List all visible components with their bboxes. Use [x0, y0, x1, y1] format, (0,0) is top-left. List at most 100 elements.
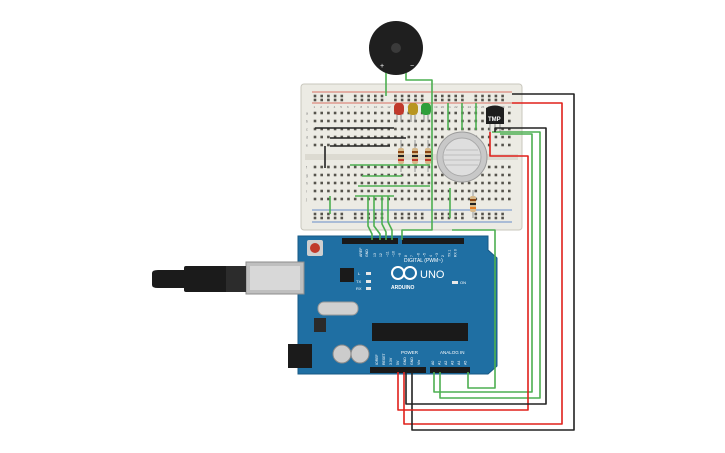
breadboard-hole[interactable] [374, 197, 377, 201]
breadboard-hole[interactable] [333, 94, 337, 98]
breadboard-hole[interactable] [313, 216, 317, 220]
breadboard-hole[interactable] [400, 181, 404, 185]
breadboard-hole[interactable] [374, 119, 377, 123]
breadboard-hole[interactable] [501, 98, 504, 102]
breadboard-hole[interactable] [320, 197, 323, 201]
breadboard-hole[interactable] [508, 165, 511, 169]
breadboard-hole[interactable] [427, 119, 431, 123]
breadboard-hole[interactable] [481, 135, 484, 139]
breadboard-hole[interactable] [461, 181, 464, 185]
breadboard-hole[interactable] [481, 119, 484, 123]
breadboard-hole[interactable] [374, 189, 377, 193]
breadboard-hole[interactable] [333, 216, 337, 220]
breadboard-hole[interactable] [353, 143, 357, 147]
breadboard-hole[interactable] [353, 216, 357, 220]
breadboard-hole[interactable] [454, 216, 457, 220]
breadboard-hole[interactable] [374, 135, 377, 139]
breadboard-hole[interactable] [441, 216, 444, 220]
breadboard-hole[interactable] [481, 173, 484, 177]
breadboard-hole[interactable] [407, 119, 411, 123]
breadboard-hole[interactable] [441, 135, 444, 139]
breadboard-hole[interactable] [333, 98, 337, 102]
breadboard-hole[interactable] [427, 173, 431, 177]
breadboard-hole[interactable] [327, 98, 330, 102]
breadboard-hole[interactable] [360, 181, 364, 185]
breadboard-hole[interactable] [501, 173, 504, 177]
breadboard-hole[interactable] [474, 94, 478, 98]
breadboard-hole[interactable] [320, 189, 323, 193]
breadboard-hole[interactable] [360, 98, 364, 102]
breadboard-hole[interactable] [474, 216, 478, 220]
breadboard-hole[interactable] [367, 181, 370, 185]
breadboard-hole[interactable] [407, 181, 411, 185]
breadboard-hole[interactable] [434, 98, 437, 102]
gas-sensor[interactable] [436, 131, 488, 183]
breadboard-hole[interactable] [494, 135, 498, 139]
arduino-uno-board[interactable]: L TX RX ON ARDUINO UNO DIGITAL (PWM~) PO… [245, 235, 498, 375]
resistor-3[interactable] [425, 140, 431, 172]
breadboard-hole[interactable] [333, 173, 337, 177]
breadboard-hole[interactable] [434, 181, 437, 185]
breadboard-hole[interactable] [394, 98, 397, 102]
breadboard-hole[interactable] [487, 181, 491, 185]
breadboard-hole[interactable] [374, 165, 377, 169]
breadboard-hole[interactable] [394, 165, 397, 169]
breadboard-hole[interactable] [400, 197, 404, 201]
breadboard-hole[interactable] [454, 189, 457, 193]
breadboard-hole[interactable] [320, 119, 323, 123]
breadboard-hole[interactable] [333, 165, 337, 169]
breadboard-hole[interactable] [387, 181, 390, 185]
breadboard-hole[interactable] [374, 143, 377, 147]
breadboard-hole[interactable] [407, 94, 411, 98]
wire-temp-analog-2[interactable] [433, 133, 533, 393]
wire-extra-signal[interactable] [367, 196, 373, 240]
breadboard-hole[interactable] [320, 216, 323, 220]
breadboard-hole[interactable] [434, 197, 437, 201]
breadboard-hole[interactable] [447, 212, 451, 216]
breadboard-hole[interactable] [374, 181, 377, 185]
breadboard-hole[interactable] [360, 111, 364, 115]
breadboard-hole[interactable] [508, 189, 511, 193]
breadboard-hole[interactable] [327, 216, 330, 220]
breadboard-hole[interactable] [340, 94, 344, 98]
breadboard-hole[interactable] [487, 98, 491, 102]
breadboard-hole[interactable] [360, 135, 364, 139]
breadboard-hole[interactable] [454, 197, 457, 201]
breadboard-hole[interactable] [447, 189, 451, 193]
breadboard-hole[interactable] [454, 127, 457, 131]
breadboard-hole[interactable] [474, 212, 478, 216]
breadboard-hole[interactable] [347, 119, 350, 123]
breadboard-hole[interactable] [434, 119, 437, 123]
breadboard-hole[interactable] [327, 212, 330, 216]
breadboard-hole[interactable] [441, 98, 444, 102]
breadboard-hole[interactable] [487, 165, 491, 169]
breadboard-hole[interactable] [494, 216, 498, 220]
breadboard-hole[interactable] [441, 127, 444, 131]
breadboard-hole[interactable] [313, 165, 317, 169]
breadboard-hole[interactable] [380, 127, 384, 131]
breadboard-hole[interactable] [347, 143, 350, 147]
breadboard-hole[interactable] [340, 135, 344, 139]
breadboard-hole[interactable] [441, 197, 444, 201]
breadboard-hole[interactable] [427, 143, 431, 147]
breadboard-hole[interactable] [467, 189, 471, 193]
breadboard-hole[interactable] [487, 173, 491, 177]
resistor-1[interactable] [398, 140, 404, 172]
breadboard-hole[interactable] [420, 127, 424, 131]
breadboard-hole[interactable] [441, 189, 444, 193]
led-yellow[interactable] [408, 103, 418, 122]
breadboard-hole[interactable] [387, 127, 390, 131]
breadboard-hole[interactable] [501, 197, 504, 201]
breadboard-hole[interactable] [313, 111, 317, 115]
breadboard-hole[interactable] [414, 173, 417, 177]
breadboard-hole[interactable] [441, 111, 444, 115]
breadboard-hole[interactable] [481, 216, 484, 220]
piezo-buzzer[interactable]: + − [369, 21, 423, 75]
breadboard-hole[interactable] [340, 111, 344, 115]
breadboard-hole[interactable] [447, 111, 451, 115]
breadboard-hole[interactable] [434, 212, 437, 216]
breadboard-hole[interactable] [340, 127, 344, 131]
breadboard-hole[interactable] [487, 216, 491, 220]
breadboard-hole[interactable] [340, 143, 344, 147]
breadboard-hole[interactable] [313, 127, 317, 131]
